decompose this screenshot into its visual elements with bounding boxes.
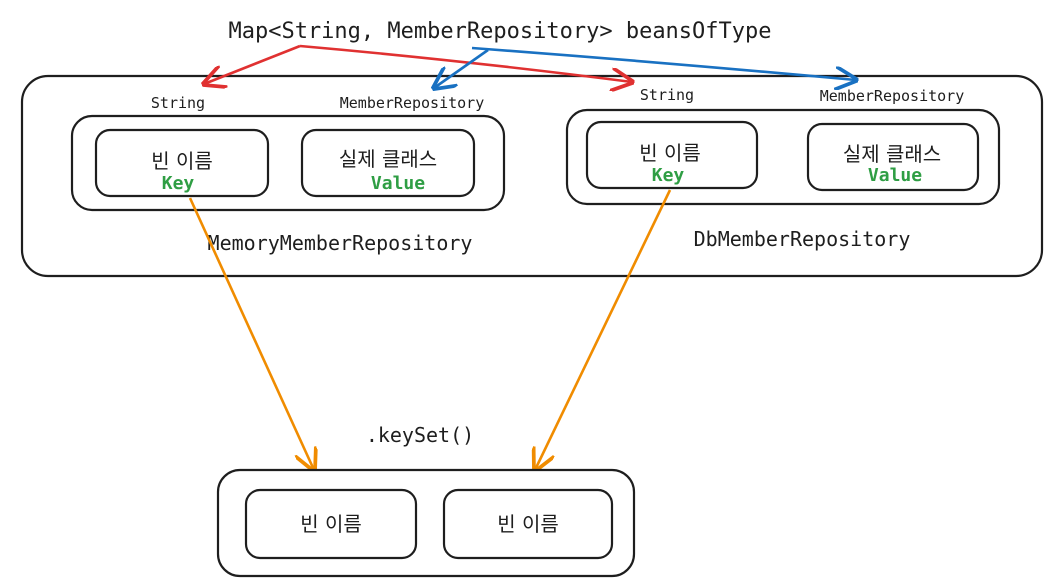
keyset-arrow-memory: [188, 197, 314, 470]
memory-value-label: Value: [371, 173, 425, 194]
db-value-label: Value: [868, 165, 922, 186]
memory-bean-name-box: [94, 128, 270, 198]
keyset-item-2: 빈 이름: [497, 512, 559, 536]
beans-map-container: [20, 74, 1044, 278]
db-key-label: Key: [652, 165, 685, 186]
keyset-arrow-db: [535, 189, 672, 470]
db-bean-name: 빈 이름: [639, 141, 701, 165]
value-type-arrow-db: [471, 46, 856, 80]
diagram-title: Map<String, MemberRepository> beansOfTyp…: [228, 19, 771, 44]
keyset-label: .keySet(): [366, 423, 474, 447]
db-class-box: [806, 122, 980, 192]
memory-class-box: [300, 128, 476, 198]
memory-key-label: Key: [162, 173, 195, 194]
db-key-type-label: String: [640, 86, 694, 104]
memory-class-name: 실제 클래스: [339, 147, 437, 171]
db-class-name: 실제 클래스: [843, 142, 941, 166]
keyset-item-box-2: [442, 488, 614, 560]
db-bean-name-box: [585, 120, 759, 190]
keyset-item-box-1: [244, 488, 418, 560]
memory-bean-name: 빈 이름: [151, 149, 213, 173]
memory-value-type-label: MemberRepository: [340, 94, 485, 112]
memory-caption: MemoryMemberRepository: [208, 231, 473, 255]
value-type-arrow-memory: [434, 48, 489, 88]
memory-key-type-label: String: [151, 94, 205, 112]
keyset-item-1: 빈 이름: [300, 512, 362, 536]
key-type-arrow-db: [299, 44, 632, 82]
db-value-type-label: MemberRepository: [820, 87, 965, 105]
key-type-arrow-memory: [204, 44, 301, 84]
db-caption: DbMemberRepository: [694, 227, 911, 251]
